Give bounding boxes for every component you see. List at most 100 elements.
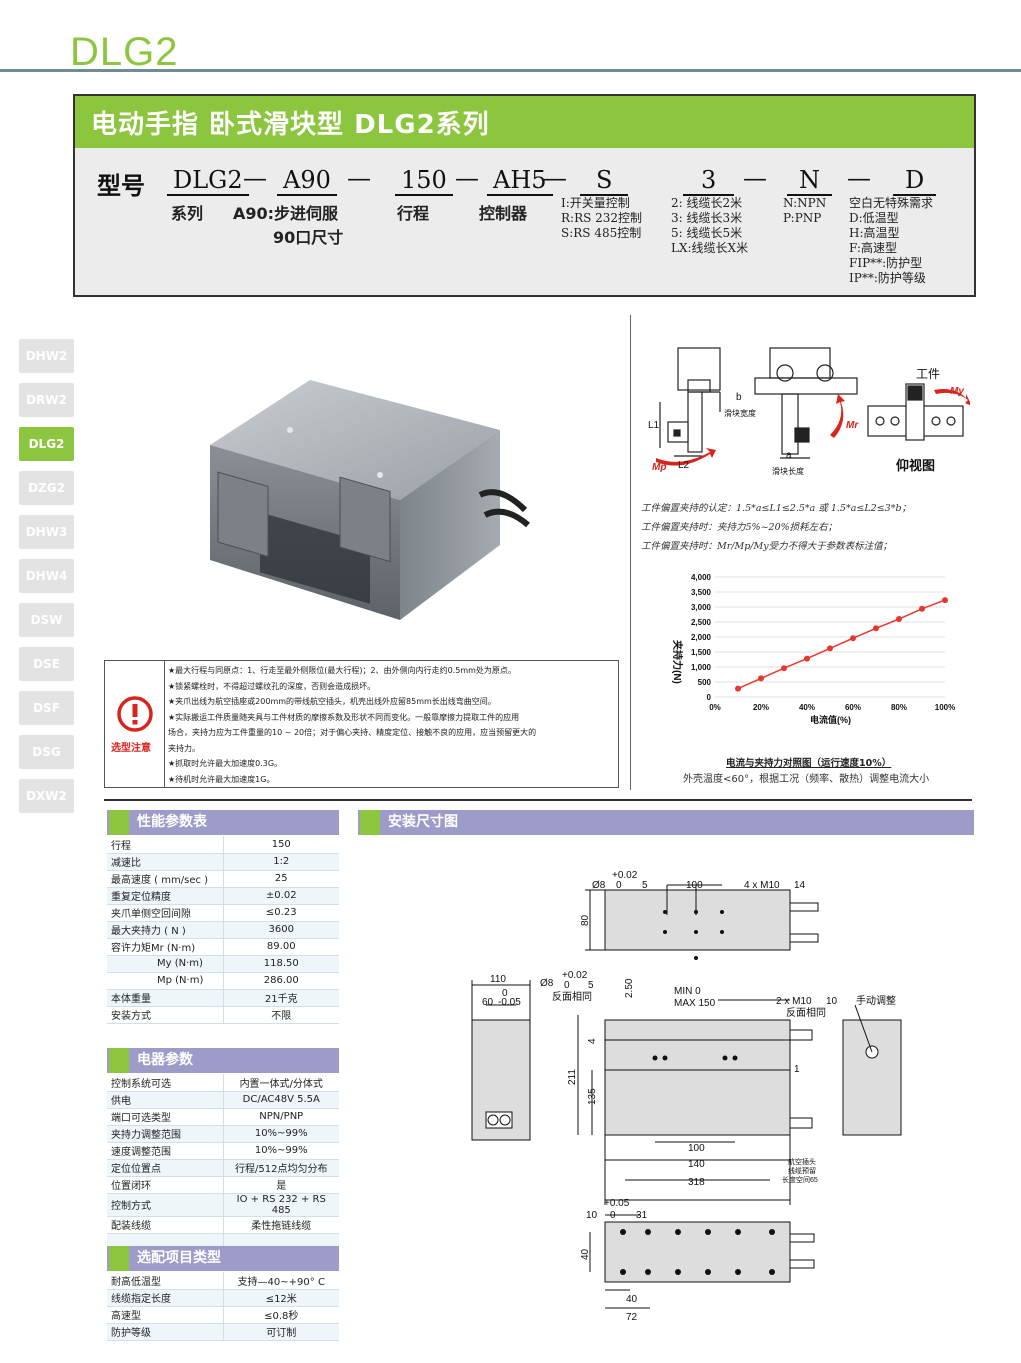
manual-adjust-label: 手动调整 (856, 994, 896, 1007)
label-slider-length: 滑块长度 (772, 466, 804, 476)
sidebar-tab-dsg[interactable]: DSG (19, 735, 74, 769)
dim-250: 2.50 (624, 978, 635, 998)
model-seg-size: A90 (277, 166, 337, 196)
table-row: 耐高低温型支持—40~+90° C (107, 1272, 339, 1290)
dim-depth5-front: 5 (588, 980, 594, 991)
dim-100-top: 100 (686, 880, 703, 891)
options-header: 选配项目类型 (107, 1246, 339, 1271)
cable-note-1: 航空插头 (788, 1157, 816, 1166)
section-rule (104, 799, 972, 801)
model-seg-series: DLG2 (167, 166, 249, 196)
chart-ylabel: 夹持力(N) (671, 640, 684, 684)
model-dash: — (347, 164, 371, 192)
offset-note-1: 工件偏置夹持的认定：1.5*a≤L1≤2.5*a 或 1.5*a≤L2≤3*b； (641, 503, 912, 514)
table-row: 高速型≤0.8秒 (107, 1306, 339, 1324)
table-row: 位置闭环是 (107, 1176, 339, 1194)
install-header: 安装尺寸图 (358, 810, 974, 835)
chart-xtick-label: 100% (935, 703, 955, 712)
table-row: 重复定位精度±0.02 (107, 887, 339, 905)
sidebar-tab-dsw[interactable]: DSW (19, 603, 74, 637)
chart-point (873, 625, 879, 632)
chart-subtitle: 外壳温度<60°，根据工况（频率、散热）调整电流大小 (683, 774, 930, 785)
model-seg-control: S (580, 166, 629, 196)
dim-110: 110 (490, 974, 506, 985)
dim-m10x4: 4 x M10 (744, 880, 780, 891)
chart-point (804, 655, 810, 662)
table-row: 夹爪单侧空回间隙≤0.23 (107, 904, 339, 922)
chart-xlabel: 电流值(%) (810, 714, 851, 725)
options-table: 耐高低温型支持—40~+90° C 线缆指定长度≤12米 高速型≤0.8秒 防护… (107, 1272, 339, 1341)
model-dash: — (455, 164, 479, 192)
dim-depth14: 14 (794, 880, 806, 891)
sidebar-tab-dlg2[interactable]: DLG2 (19, 427, 74, 461)
model-seg-cable: 3 (683, 166, 735, 196)
dim-tol-lo-top: 0 (616, 880, 622, 891)
dim-211: 211 (567, 1069, 578, 1085)
chart-point (942, 597, 948, 604)
dim-tol-lo-front: 0 (564, 980, 570, 991)
special-options: 空白无特殊需求 D:低温型 H:高温型 F:高速型 FIP**:防护型 IP**… (849, 196, 934, 285)
chart-ytick-label: 4,000 (691, 573, 712, 582)
dim-depth10: 10 (826, 996, 838, 1007)
sidebar-tab-dzg2[interactable]: DZG2 (19, 471, 74, 505)
dim-max: MAX 150 (674, 998, 716, 1009)
cable-note-3: 长度空间65 (782, 1175, 818, 1184)
current-force-chart: 05001,0001,5002,0002,5003,0003,5004,000 … (671, 573, 955, 725)
dim-100-front: 100 (688, 1143, 705, 1154)
offset-note-3: 工件偏置夹持时：Mr/Mp/My受力不得大于参数表标注值； (641, 541, 893, 552)
table-row: 最高速度 ( mm/sec )25 (107, 870, 339, 888)
chart-point (919, 605, 925, 612)
label-bottom-view: 仰视图 (896, 458, 935, 473)
chart-ytick-label: 2,500 (691, 618, 712, 627)
dim-31: 31 (636, 1210, 648, 1221)
dim-min: MIN 0 (674, 986, 701, 997)
dim-318: 318 (688, 1177, 705, 1188)
model-seg-stroke: 150 (395, 166, 453, 196)
chart-ytick-label: 500 (698, 678, 712, 687)
sidebar-tab-dxw2[interactable]: DXW2 (19, 779, 74, 813)
sidebar-tab-dsf[interactable]: DSF (19, 691, 74, 725)
dim-4: 4 (587, 1038, 598, 1044)
series-title: 电动手指 卧式滑块型 DLG2系列 (75, 96, 974, 148)
chart-xtick-label: 60% (845, 703, 861, 712)
chart-xtick-label: 40% (799, 703, 815, 712)
selection-notice: 选型注意 ★最大行程与同原点：1、行走至最外侧限位(最大行程)；2、由外侧向内行… (104, 660, 619, 788)
sidebar-tab-dhw3[interactable]: DHW3 (19, 515, 74, 549)
dim-depth5-top: 5 (642, 880, 648, 891)
table-row: Mp (N·m)286.00 (107, 972, 339, 990)
table-row: 线缆指定长度≤12米 (107, 1289, 339, 1307)
sidebar-tab-dhw2[interactable]: DHW2 (19, 339, 74, 373)
sidebar-tab-drw2[interactable]: DRW2 (19, 383, 74, 417)
dim-40-vert: 40 (580, 1248, 591, 1260)
chart-title: 电流与夹持力对照图（运行速度10%） (726, 758, 892, 769)
chart-xtick-label: 0% (709, 703, 721, 712)
dim-60: 60 (482, 997, 494, 1008)
sidebar-tab-dse[interactable]: DSE (19, 647, 74, 681)
desc-size-1: A90:步进伺服 (233, 204, 339, 223)
dim-40-horiz: 40 (626, 1294, 638, 1305)
performance-header: 性能参数表 (107, 810, 339, 835)
label-mp: Mp (652, 462, 666, 473)
vertical-divider (630, 315, 631, 790)
dim-same-back: 反面相同 (552, 990, 592, 1003)
cable-options: 2: 线缆长2米 3: 线缆长3米 5: 线缆长5米 LX:线缆长X米 (671, 196, 749, 255)
control-options: I:开关量控制 R:RS 232控制 S:RS 485控制 (561, 196, 643, 240)
npn-options: N:NPN P:PNP (783, 196, 827, 225)
chart-point (827, 645, 833, 652)
product-photo (210, 380, 530, 620)
table-row: 安装方式不限 (107, 1006, 339, 1024)
table-row: 防护等级可订制 (107, 1323, 339, 1341)
model-seg-controller: AH5 (487, 166, 553, 196)
dim-phi8-top: Ø8 (592, 880, 606, 891)
dim-135: 135 (587, 1088, 598, 1105)
sidebar-tab-dhw4[interactable]: DHW4 (19, 559, 74, 593)
dim-m10x2: 2 x M10 (776, 996, 812, 1007)
label-l1: L1 (648, 420, 660, 431)
label-my: My (950, 386, 964, 397)
offset-grip-diagram: L1 L2 b 滑块宽度 a 滑块长度 Mp Mr My 工件 仰视图 (648, 347, 970, 476)
